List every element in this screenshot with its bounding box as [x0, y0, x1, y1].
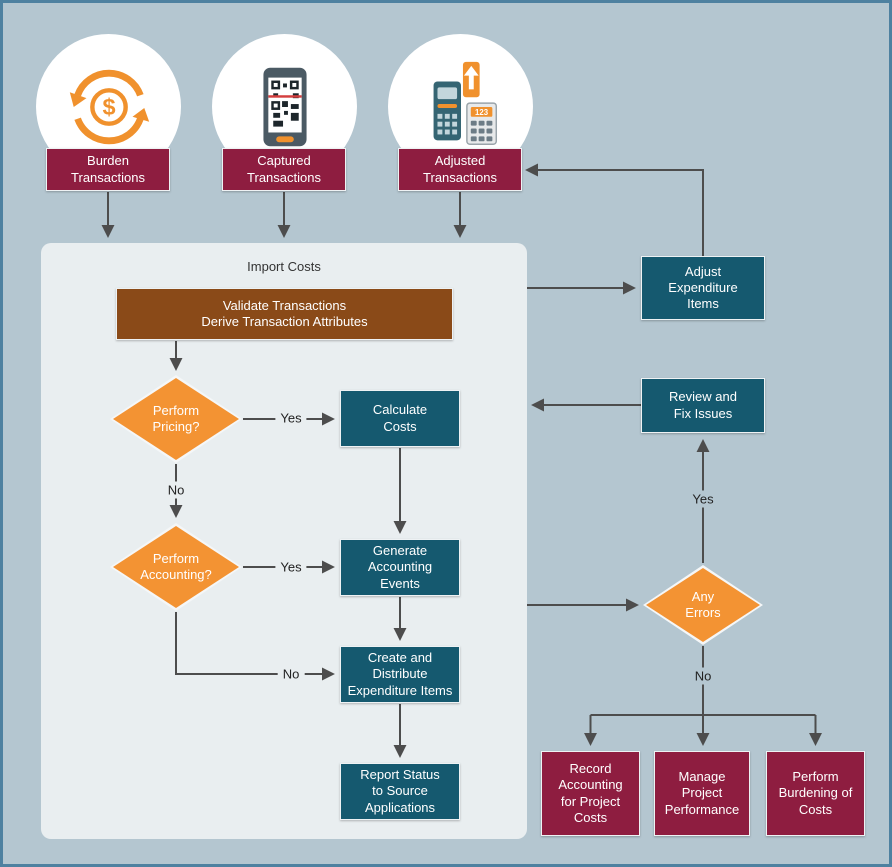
accounting-yes-label: Yes [275, 558, 307, 576]
refresh-arrowhead-right [132, 107, 149, 122]
report-status-node: Report Status to Source Applications [340, 763, 460, 820]
perform-pricing-label: Perform Pricing? [152, 402, 200, 434]
perform-pricing-decision: Perform Pricing? [110, 375, 242, 463]
errors-no-label: No [689, 667, 717, 685]
import-costs-title: Import Costs [247, 259, 321, 274]
validate-transactions-node: Validate Transactions Derive Transaction… [116, 288, 453, 340]
arrow-adjust-to-adjusted [525, 163, 704, 256]
refresh-arcs [73, 69, 144, 144]
any-errors-label: Any Errors [685, 588, 721, 620]
record-accounting-node: Record Accounting for Project Costs [541, 751, 640, 836]
scan-line [267, 94, 302, 98]
qr-finder-centers [273, 82, 296, 107]
phone-button [275, 135, 294, 142]
perform-accounting-decision: Perform Accounting? [110, 523, 242, 611]
perform-accounting-label: Perform Accounting? [140, 550, 212, 582]
calculator-keys [470, 120, 492, 141]
adjust-expenditure-items-node: Adjust Expenditure Items [641, 256, 765, 320]
dollar-refresh-icon: $ [69, 69, 149, 144]
up-arrow-head [463, 65, 479, 76]
review-fix-issues-node: Review and Fix Issues [641, 378, 765, 433]
calculator-display-text: 123 [475, 107, 489, 116]
manage-project-performance-node: Manage Project Performance [654, 751, 750, 836]
pricing-no-label: No [162, 481, 190, 499]
calculate-costs-node: Calculate Costs [340, 390, 460, 447]
any-errors-decision: Any Errors [643, 565, 763, 645]
dollar-glyph: $ [102, 93, 115, 119]
refresh-arrowhead-left [69, 91, 86, 107]
errors-yes-label: Yes [687, 490, 719, 508]
generate-accounting-events-node: Generate Accounting Events [340, 539, 460, 596]
terminal-keys [436, 113, 457, 134]
qr-scan-phone-icon [262, 67, 307, 146]
pricing-yes-label: Yes [275, 409, 307, 427]
coin-ring [89, 87, 128, 126]
card-payment-calculator-icon: 123 [433, 61, 497, 145]
accounting-no-label: No [277, 665, 305, 683]
perform-burdening-node: Perform Burdening of Costs [766, 751, 865, 836]
burden-transactions-node: Burden Transactions [46, 148, 170, 191]
captured-transactions-node: Captured Transactions [222, 148, 346, 191]
calculator-display [470, 106, 492, 117]
card-slot [436, 103, 457, 108]
up-arrow-shaft [468, 74, 474, 89]
adjusted-transactions-node: Adjusted Transactions [398, 148, 522, 191]
create-distribute-expenditure-node: Create and Distribute Expenditure Items [340, 646, 460, 703]
terminal-screen [436, 86, 457, 99]
